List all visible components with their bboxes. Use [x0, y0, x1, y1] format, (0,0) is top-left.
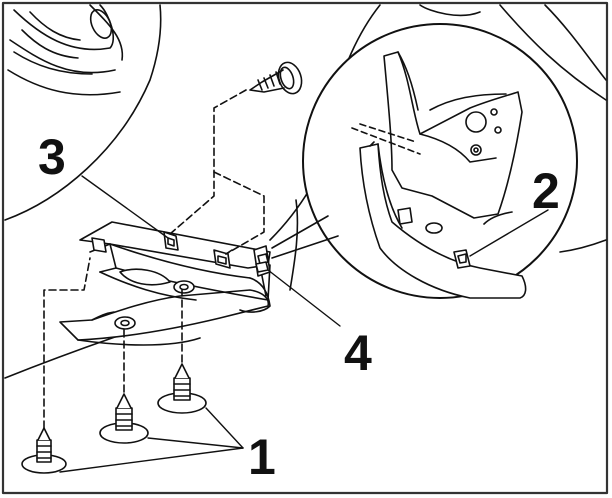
alignment-line — [43, 257, 183, 429]
fastener-hole — [114, 280, 195, 330]
speed-nut — [253, 245, 271, 277]
top-screw — [249, 61, 303, 95]
vehicle-body-contours — [4, 4, 607, 379]
callout-label-2: 2 — [532, 163, 560, 219]
callout-leader — [59, 175, 549, 473]
callout-label-4: 4 — [344, 325, 372, 381]
detail-inset — [271, 23, 578, 299]
callout-label-3: 3 — [38, 129, 66, 185]
callout-label-1: 1 — [248, 429, 276, 485]
push-screw — [21, 363, 207, 474]
alignment-line — [169, 89, 265, 255]
